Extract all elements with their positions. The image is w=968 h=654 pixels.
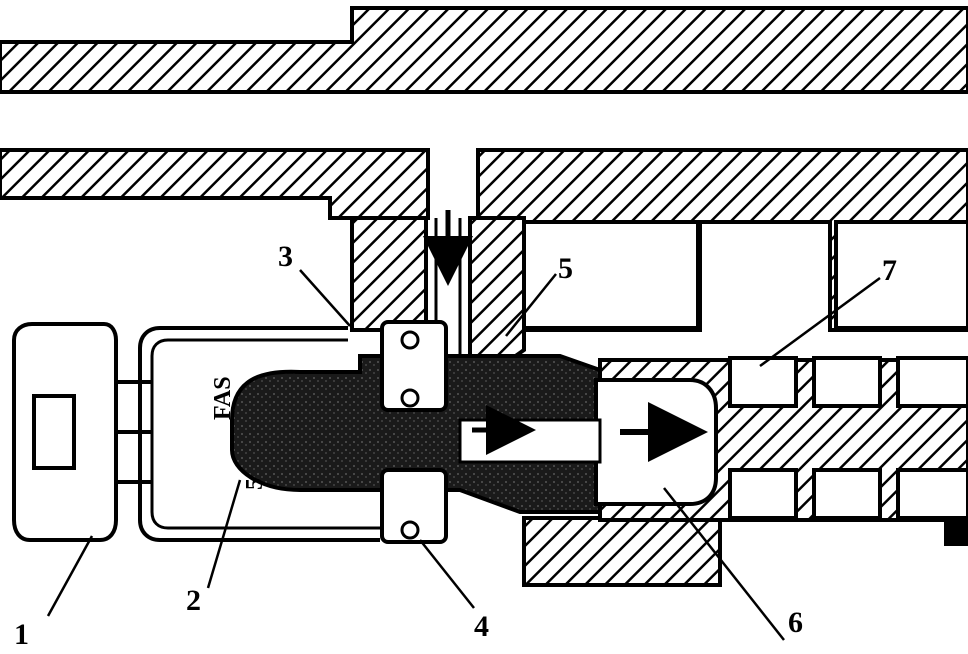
runner-window-6 xyxy=(896,468,968,520)
part-mark-5: 5 xyxy=(242,478,268,490)
injector-boss-right xyxy=(468,216,526,392)
retaining-clip-upper xyxy=(380,320,448,412)
callout-5: 5 xyxy=(558,252,573,285)
leader-5 xyxy=(505,273,557,337)
part-stamp-fas: FAS xyxy=(210,376,236,420)
cavity-left xyxy=(518,220,700,330)
intake-lower-wall xyxy=(522,516,722,587)
clip-pin-upper xyxy=(400,330,420,350)
runner-window-3 xyxy=(896,356,968,408)
black-block xyxy=(944,518,968,546)
upper-housing-wall xyxy=(0,6,968,94)
plug-socket xyxy=(32,394,76,470)
leader-3 xyxy=(299,269,351,327)
cavity-right xyxy=(834,220,968,330)
clip-pin-lower xyxy=(400,520,420,540)
callout-7: 7 xyxy=(882,254,897,287)
leader-1 xyxy=(46,535,94,617)
injector-boss xyxy=(350,216,428,332)
runner-window-2 xyxy=(812,356,882,408)
nozzle-chamber xyxy=(594,378,718,506)
callout-2: 2 xyxy=(186,584,201,617)
callout-6: 6 xyxy=(788,606,803,639)
injector-body xyxy=(230,354,602,514)
leader-6 xyxy=(663,487,785,641)
callout-3: 3 xyxy=(278,240,293,273)
leader-2 xyxy=(206,479,242,589)
runner-window-4 xyxy=(728,468,798,520)
nozzle-tip xyxy=(458,418,602,464)
callout-1: 1 xyxy=(14,618,29,651)
runner-window-1 xyxy=(728,356,798,408)
clip-pin-mid xyxy=(400,388,420,408)
runner-window-5 xyxy=(812,468,882,520)
retaining-clip-lower xyxy=(380,468,448,544)
leader-7 xyxy=(759,276,881,368)
cylinder-head-wall-left xyxy=(0,148,430,220)
leader-4 xyxy=(419,539,475,609)
callout-4: 4 xyxy=(474,610,489,643)
